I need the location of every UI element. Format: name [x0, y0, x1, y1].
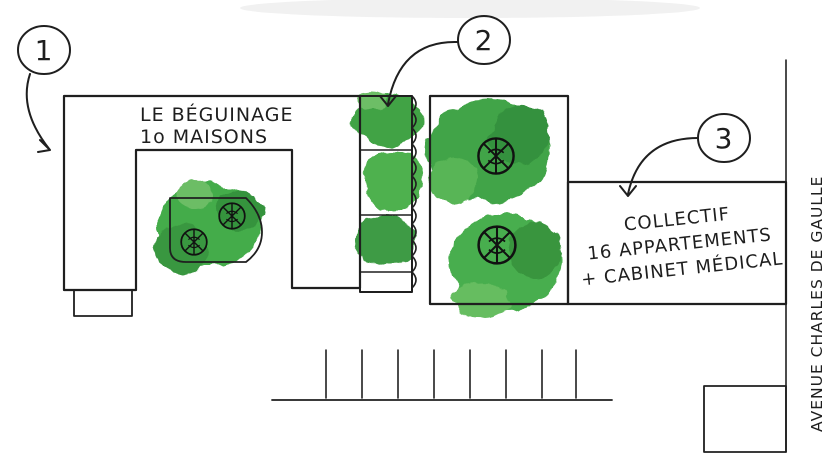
parking-area [271, 349, 613, 401]
beguinage-title: LE BÉGUINAGE [140, 103, 294, 126]
beguinage-houses: 1o MAISONS [140, 126, 268, 148]
hedge-scallop [411, 95, 417, 289]
marker-2: 2 [379, 15, 511, 107]
marker-3: 3 [619, 113, 751, 197]
corner-building [703, 385, 787, 453]
collectif-label: COLLECTIF 16 APPARTEMENTS + CABINET MÉDI… [580, 204, 784, 291]
paper-smudge [240, 0, 700, 18]
hedge-strip [359, 95, 417, 293]
marker-1: 1 [17, 25, 71, 153]
marker-1-number: 1 [35, 34, 54, 67]
big-tree-foliage [426, 98, 561, 318]
beguinage-annex [73, 289, 133, 317]
arrow-icon [379, 40, 459, 107]
courtyard-planter [169, 197, 263, 263]
marker-2-number: 2 [475, 24, 494, 57]
arrow-icon [25, 73, 51, 153]
arrow-icon [619, 137, 699, 197]
street-label: AVENUE CHARLES DE GAULLE [808, 176, 826, 432]
marker-3-number: 3 [715, 122, 734, 155]
